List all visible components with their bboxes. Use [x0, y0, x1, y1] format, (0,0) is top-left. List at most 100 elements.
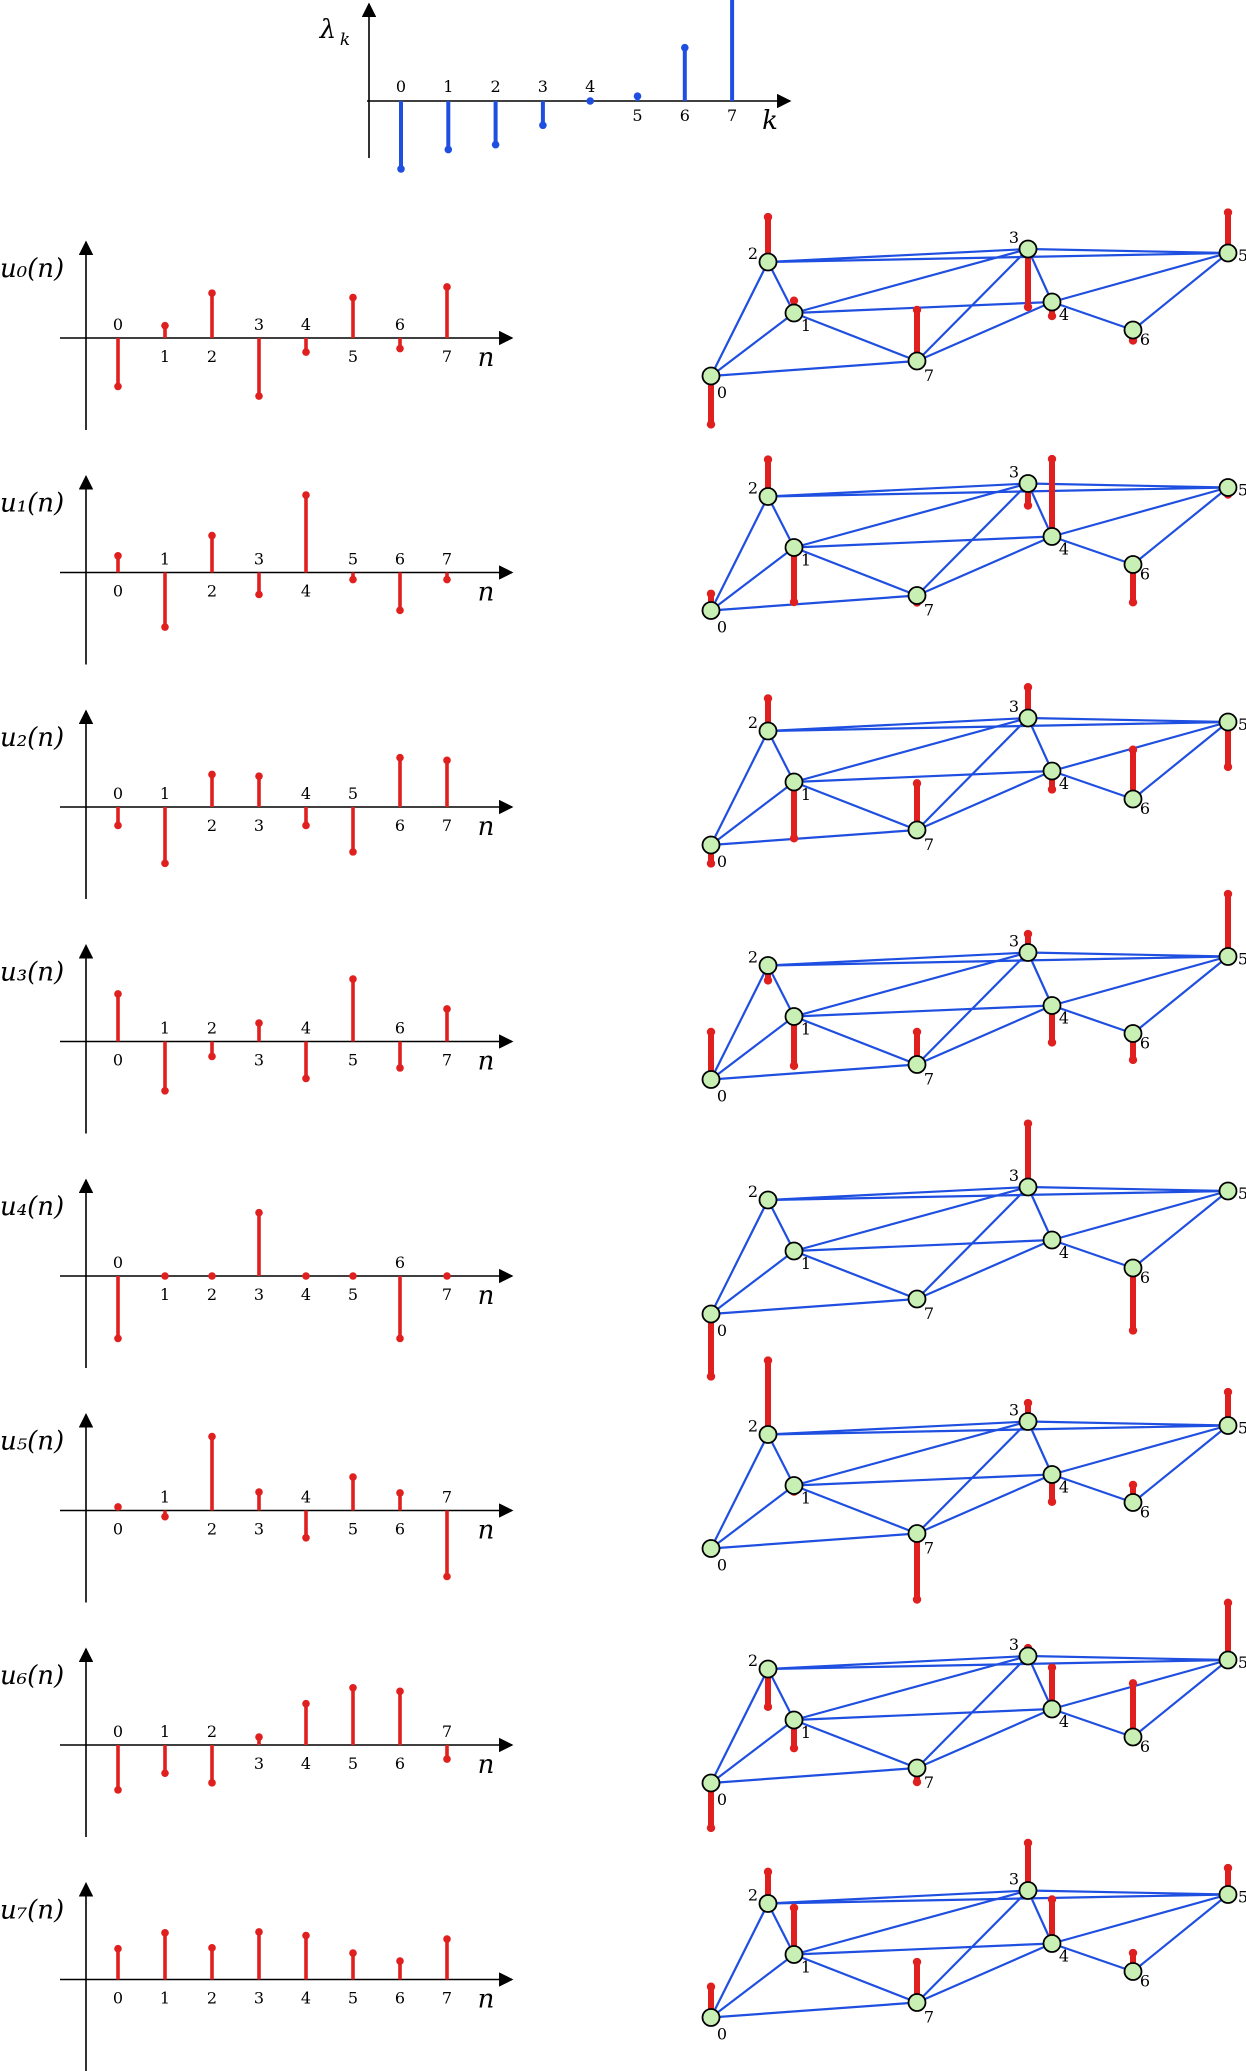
graph-node-7 — [907, 351, 927, 371]
graph-node-label-3: 3 — [1009, 463, 1019, 482]
graph-edge — [916, 535, 1053, 597]
tick-label-n5: 5 — [348, 1051, 358, 1070]
graph-edge — [710, 1532, 918, 1550]
graph-node-label-5: 5 — [1238, 1888, 1246, 1907]
graph-node-5 — [1218, 478, 1238, 497]
graph-edge — [710, 1297, 918, 1316]
graph-node-3 — [1018, 1646, 1038, 1666]
stem-marker-n0 — [114, 1503, 122, 1511]
graph-edge — [1026, 1421, 1054, 1475]
tick-label-n1: 1 — [160, 1989, 170, 2008]
graph-node-label-6: 6 — [1140, 1268, 1150, 1287]
graph-node-label-7: 7 — [924, 835, 934, 854]
graph-edge — [793, 1942, 1053, 1956]
tick-label-n2: 2 — [207, 1019, 217, 1038]
graph-node-label-6: 6 — [1140, 565, 1150, 584]
stem-marker-n2 — [208, 1052, 216, 1061]
graph-stem-marker-6 — [1128, 745, 1138, 754]
graph-node-label-4: 4 — [1059, 1009, 1069, 1028]
graph-edge — [793, 1889, 1029, 1956]
graph-edge — [916, 769, 1053, 832]
stem-marker-n4 — [302, 821, 310, 830]
graph-stem-marker-0 — [706, 1372, 716, 1381]
graph-stem-marker-6 — [1128, 1679, 1138, 1688]
graph-node-label-0: 0 — [717, 852, 727, 871]
graph-node-3 — [1018, 708, 1038, 728]
graph-edge — [1026, 717, 1054, 772]
stem-marker-n3 — [255, 1208, 263, 1217]
graph-node-4 — [1042, 1699, 1062, 1719]
stem-marker-n1 — [161, 321, 169, 330]
tick-label-n7: 7 — [442, 1051, 452, 1070]
stem-marker-n5 — [349, 975, 357, 983]
stem-marker-n6 — [396, 344, 404, 353]
graph-stem-marker-2 — [763, 1867, 773, 1877]
stem-marker-n7 — [443, 1005, 451, 1013]
stem-marker-n6 — [396, 753, 404, 762]
tick-label-n7: 7 — [442, 1722, 452, 1741]
tick-label-n5: 5 — [348, 1285, 358, 1304]
graph-edges — [710, 1889, 1229, 2019]
graph-node-5 — [1218, 1650, 1238, 1670]
graph-node-label-7: 7 — [924, 1070, 934, 1089]
graph-edge — [1027, 716, 1229, 724]
tick-label-n3: 3 — [254, 1989, 264, 2008]
graph-edge — [767, 1424, 1229, 1436]
tick-label-n6: 6 — [395, 315, 405, 334]
graph-edge — [710, 1250, 795, 1315]
graph-edge — [767, 1893, 1229, 1905]
graph-edge — [710, 1766, 918, 1785]
graph-edge — [1027, 1889, 1229, 1896]
graph-stem-marker-6 — [1128, 1948, 1138, 1958]
graph-node-label-1: 1 — [801, 1254, 811, 1273]
graph-stem-marker-0 — [706, 420, 716, 429]
graph-edge — [1051, 1424, 1229, 1476]
graph-stem-marker-0 — [706, 1027, 716, 1037]
graph-node-label-7: 7 — [924, 601, 934, 620]
stem-marker-n2 — [208, 1779, 216, 1787]
stem-marker-n5 — [349, 293, 357, 302]
graph-node-label-7: 7 — [924, 1304, 934, 1323]
graph-edge — [916, 300, 1053, 363]
graph-node-label-4: 4 — [1059, 1712, 1069, 1731]
graph-edge — [916, 1889, 1029, 2004]
graph-node-2 — [758, 252, 778, 272]
graph-edge — [767, 1420, 1029, 1436]
graph-node-7 — [907, 1758, 927, 1778]
tick-label-n5: 5 — [348, 1754, 358, 1773]
stem-marker-n4 — [302, 1074, 310, 1083]
tick-label-n3: 3 — [254, 1285, 264, 1304]
series-label-u3: u₃(n) — [0, 958, 64, 988]
tick-label-n0: 0 — [113, 784, 123, 803]
graph-stem-marker-7 — [912, 1957, 922, 1967]
graph-stem-marker-3 — [1023, 683, 1033, 692]
graph-node-4 — [1042, 996, 1062, 1015]
graph-stem-marker-0 — [706, 1982, 716, 1991]
graph-node-6 — [1123, 320, 1143, 340]
graph-stem-marker-4 — [1047, 1497, 1057, 1506]
graph-node-7 — [907, 1993, 927, 2012]
graph-edge — [793, 535, 1053, 549]
graph-edge — [1027, 1654, 1229, 1662]
graph-stem-marker-2 — [763, 455, 773, 464]
graph-node-label-4: 4 — [1059, 774, 1069, 793]
graph-node-label-2: 2 — [748, 713, 758, 732]
graph-stem-marker-2 — [763, 212, 773, 222]
graph-node-label-4: 4 — [1059, 1243, 1069, 1262]
graph-node-label-6: 6 — [1140, 1034, 1150, 1053]
graph-node-0 — [701, 366, 721, 386]
stem-marker-n6 — [396, 1064, 404, 1072]
stem-marker-n0 — [114, 990, 122, 998]
graph-node-1 — [784, 772, 804, 792]
graph-signal-stems — [706, 1838, 1233, 2018]
stem-marker-n2 — [208, 1272, 216, 1280]
graph-edge — [710, 1199, 769, 1315]
stem-marker-n7 — [443, 575, 451, 584]
graph-stem-marker-0 — [706, 859, 716, 868]
graph-stem-marker-7 — [912, 1777, 922, 1787]
